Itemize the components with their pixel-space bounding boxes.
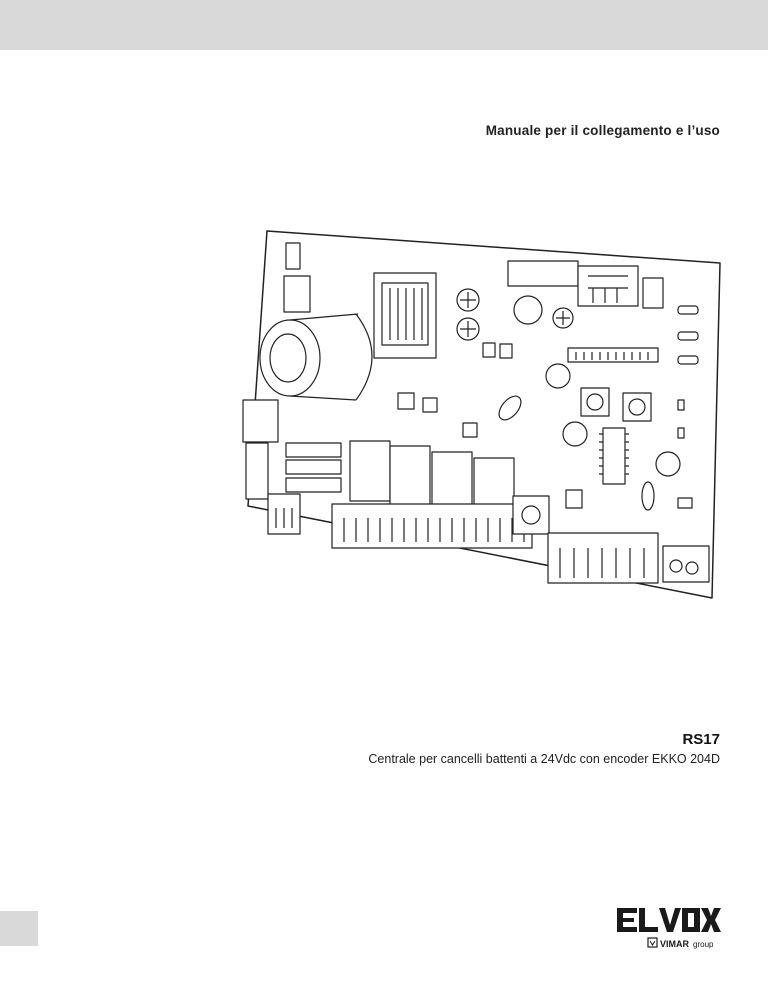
product-description: Centrale per cancelli battenti a 24Vdc c… — [368, 752, 720, 766]
svg-text:VIMAR: VIMAR — [660, 939, 690, 949]
circuit-board-illustration — [242, 230, 721, 599]
svg-text:group: group — [693, 940, 714, 949]
elvox-vimar-logo: VIMAR group — [617, 906, 721, 950]
product-code: RS17 — [682, 731, 720, 748]
page-corner-tab — [0, 911, 38, 946]
manual-title: Manuale per il collegamento e l’uso — [485, 123, 720, 138]
header-band — [0, 0, 768, 50]
